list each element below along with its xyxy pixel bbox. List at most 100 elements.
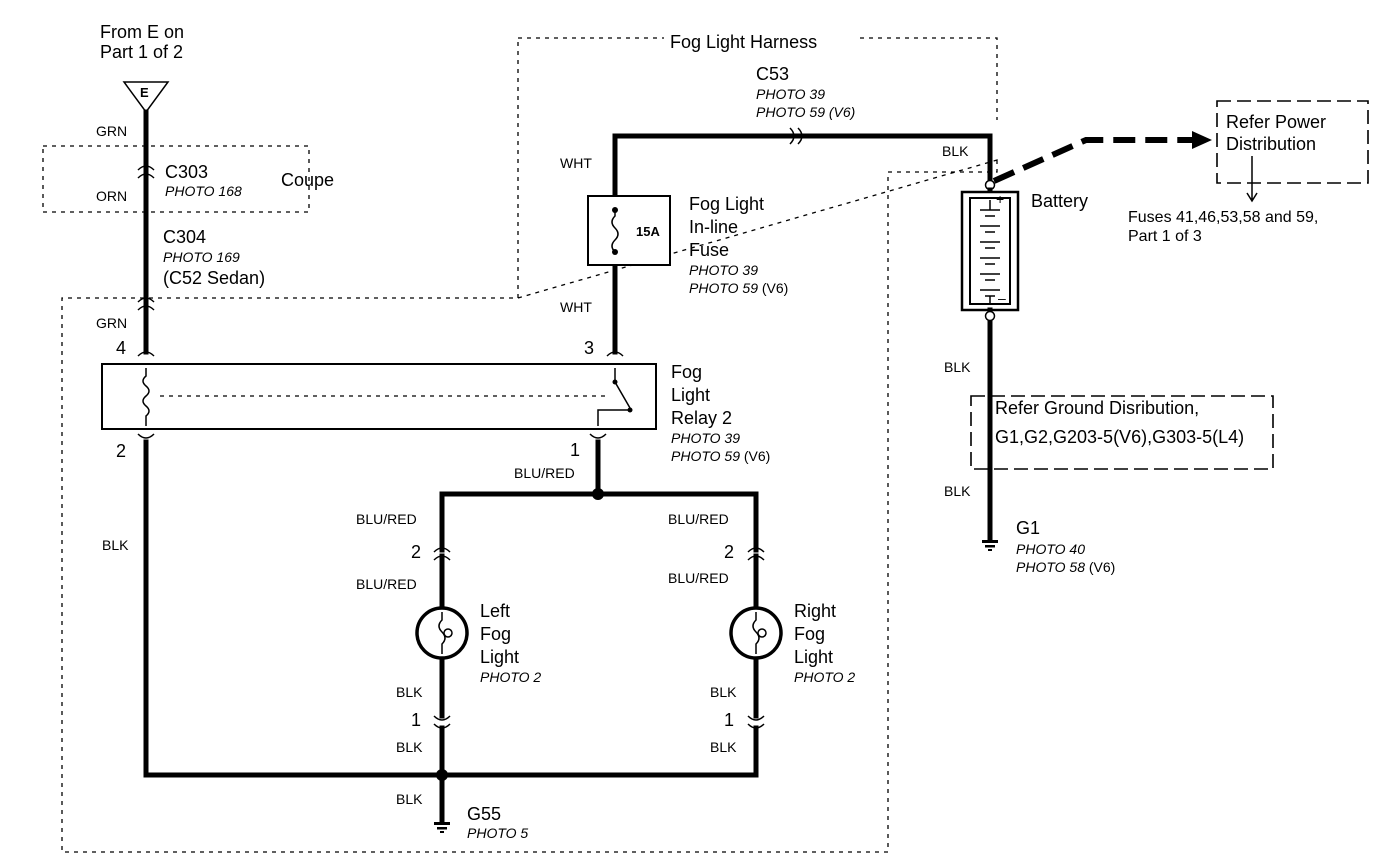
- fuse-rating: 15A: [636, 224, 660, 239]
- connector-c304: [137, 297, 155, 311]
- fuse-line2: In-line: [689, 217, 738, 237]
- wire-label-wht-top: WHT: [560, 155, 592, 171]
- connector-left-fog-pin-2: [433, 547, 451, 561]
- wire-label-blk-left-b: BLK: [396, 739, 423, 755]
- g1-name: G1: [1016, 518, 1040, 538]
- fog-light-harness-boundary: [61, 37, 998, 853]
- c53-photo2: PHOTO 59 (V6): [756, 104, 855, 120]
- wire-label-blk-battery: BLK: [944, 359, 971, 375]
- relay-line2: Light: [671, 385, 710, 405]
- pin-label-right-2: 2: [724, 542, 734, 562]
- power-ref-line1: Refer Power: [1226, 112, 1326, 132]
- fuse-photo2: PHOTO 59 (V6): [689, 280, 788, 296]
- svg-text:+: +: [996, 191, 1004, 207]
- wire-label-blu-red-right-b: BLU/RED: [668, 570, 729, 586]
- left-fog-line2: Fog: [480, 624, 511, 644]
- pin-label-relay-1: 1: [570, 440, 580, 460]
- wire-label-blk-g55: BLK: [396, 791, 423, 807]
- battery-label: Battery: [1031, 191, 1088, 211]
- right-fog-photo: PHOTO 2: [794, 669, 855, 685]
- power-ref-box: [1216, 100, 1369, 184]
- svg-text:–: –: [998, 290, 1006, 306]
- wire-label-blk-c53: BLK: [942, 143, 969, 159]
- relay-line3: Relay 2: [671, 408, 732, 428]
- splice-relay-output: [592, 488, 604, 500]
- connector-right-fog-pin-1: [747, 715, 765, 729]
- left-fog-photo: PHOTO 2: [480, 669, 541, 685]
- wire-label-wht-bottom: WHT: [560, 299, 592, 315]
- right-fog-line3: Light: [794, 647, 833, 667]
- wire-label-grn-mid: GRN: [96, 315, 127, 331]
- right-fog-light-lamp: [729, 606, 783, 660]
- connector-c303: [137, 165, 155, 179]
- connector-c53: [789, 127, 803, 145]
- relay-photo2: PHOTO 59 (V6): [671, 448, 770, 464]
- power-ref-fuses1: Fuses 41,46,53,58 and 59,: [1128, 209, 1318, 226]
- relay-photo1: PHOTO 39: [671, 430, 740, 446]
- c303-name: C303: [165, 162, 208, 182]
- wire-label-blk-relay-ground: BLK: [102, 537, 129, 553]
- c53-photo1: PHOTO 39: [756, 86, 825, 102]
- right-fog-line2: Fog: [794, 624, 825, 644]
- wire-label-blu-red-relay: BLU/RED: [514, 465, 575, 481]
- connector-relay-pin-3: [606, 351, 624, 357]
- pin-label-left-2: 2: [411, 542, 421, 562]
- pin-label-relay-4: 4: [116, 338, 126, 358]
- g55-photo: PHOTO 5: [467, 825, 528, 841]
- wire-label-blu-red-left-a: BLU/RED: [356, 511, 417, 527]
- fuse-line3: Fuse: [689, 240, 729, 260]
- wire-fused-supply: [612, 133, 993, 355]
- connector-relay-pin-4: [137, 351, 155, 357]
- fuses-pointer: [1246, 156, 1258, 203]
- c304-name: C304: [163, 227, 206, 247]
- ground-symbol-g1: [982, 540, 998, 551]
- fog-light-relay-2: [101, 363, 657, 430]
- ground-ref-line1: Refer Ground Disribution,: [995, 398, 1199, 418]
- g1-photo1: PHOTO 40: [1016, 541, 1085, 557]
- relay-line1: Fog: [671, 362, 702, 382]
- wire-relay-ground-blk: [143, 439, 759, 778]
- connector-relay-pin-1: [589, 433, 607, 439]
- source-line2: Part 1 of 2: [100, 42, 183, 62]
- fog-light-inline-fuse: [587, 195, 671, 266]
- wire-label-orn: ORN: [96, 188, 127, 204]
- source-line1: From E on: [100, 22, 184, 42]
- right-fog-line1: Right: [794, 601, 836, 621]
- connector-right-fog-pin-2: [747, 547, 765, 561]
- ground-symbol-g55: [434, 822, 450, 833]
- g55-name: G55: [467, 804, 501, 824]
- fuse-photo1: PHOTO 39: [689, 262, 758, 278]
- c304-note: (C52 Sedan): [163, 268, 265, 288]
- g1-photo2: PHOTO 58 (V6): [1016, 559, 1115, 575]
- pin-label-relay-3: 3: [584, 338, 594, 358]
- battery: + –: [960, 179, 1020, 322]
- ground-ref-line2: G1,G2,G203-5(V6),G303-5(L4): [995, 427, 1244, 447]
- c303-photo: PHOTO 168: [165, 183, 242, 199]
- wire-label-blk-right-b: BLK: [710, 739, 737, 755]
- power-distribution-arrowhead: [1192, 131, 1212, 149]
- wire-label-blk-left-a: BLK: [396, 684, 423, 700]
- wire-label-grn-top: GRN: [96, 123, 127, 139]
- pin-label-relay-2: 2: [116, 441, 126, 461]
- harness-title: Fog Light Harness: [670, 32, 817, 52]
- wire-label-blk-g1: BLK: [944, 483, 971, 499]
- left-fog-light-lamp: [415, 606, 469, 660]
- ground-ref-box: [970, 395, 1274, 470]
- coupe-label: Coupe: [281, 170, 334, 190]
- wire-label-blu-red-left-b: BLU/RED: [356, 576, 417, 592]
- splice-ground: [436, 769, 448, 781]
- source-connector-triangle: [122, 81, 170, 114]
- power-ref-line2: Distribution: [1226, 134, 1316, 154]
- wire-label-blu-red-right-a: BLU/RED: [668, 511, 729, 527]
- wire-label-blk-right-a: BLK: [710, 684, 737, 700]
- left-fog-line1: Left: [480, 601, 510, 621]
- source-connector-letter: E: [140, 85, 149, 100]
- fuse-line1: Fog Light: [689, 194, 764, 214]
- pin-label-left-1: 1: [411, 710, 421, 730]
- power-ref-fuses2: Part 1 of 3: [1128, 228, 1202, 245]
- c304-photo: PHOTO 169: [163, 249, 240, 265]
- power-distribution-arrow: [992, 137, 1192, 184]
- pin-label-right-1: 1: [724, 710, 734, 730]
- relay-coil: [142, 368, 150, 426]
